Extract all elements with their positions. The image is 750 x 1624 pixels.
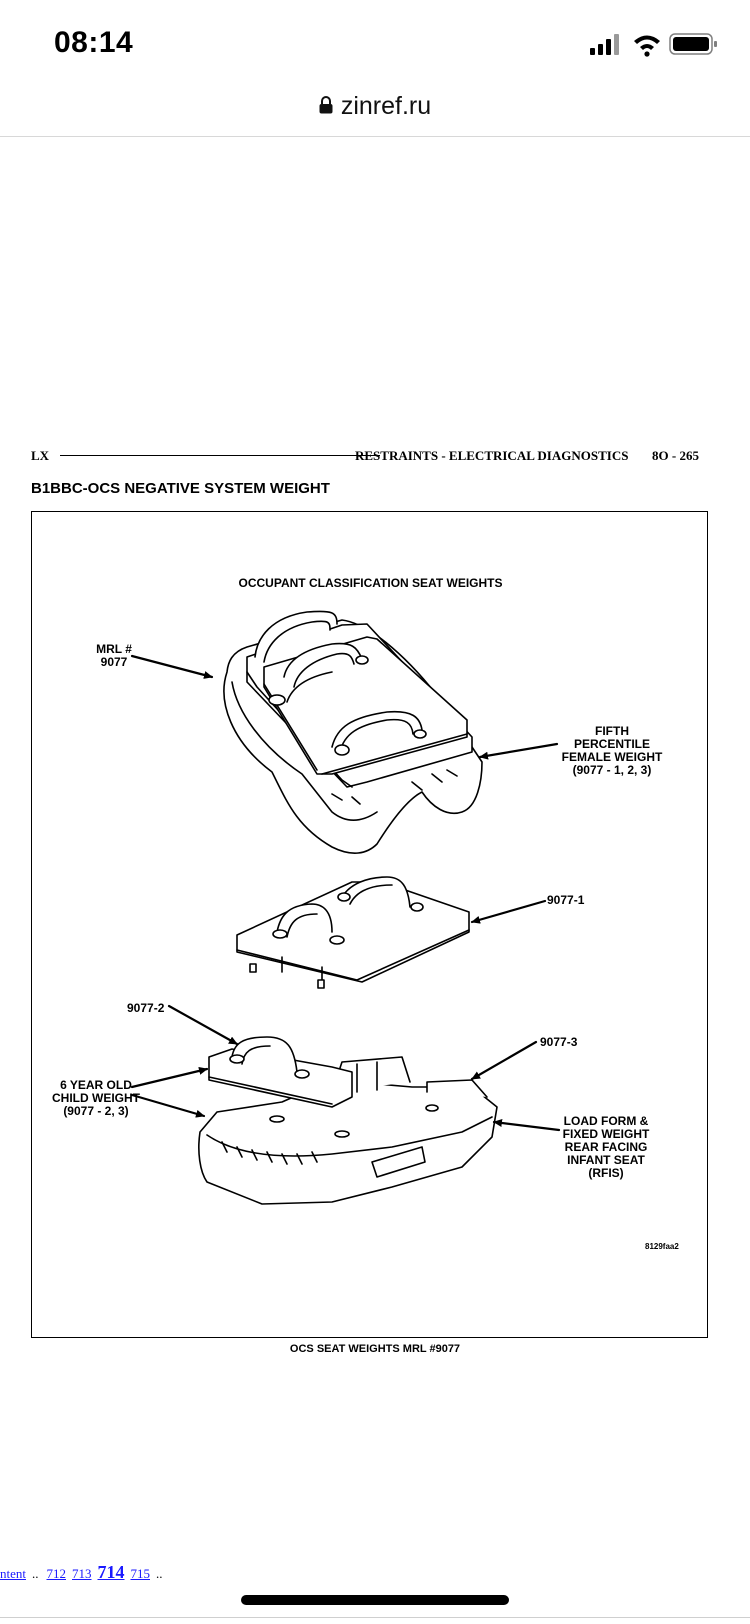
label-child-weight: 6 YEAR OLD CHILD WEIGHT (9077 - 2, 3): [52, 1078, 140, 1118]
status-bar: 08:14: [0, 0, 750, 90]
figure-frame: OCCUPANT CLASSIFICATION SEAT WEIGHTS: [31, 511, 708, 1338]
url-display[interactable]: zinref.ru: [0, 92, 750, 121]
header-page-number: 8O - 265: [652, 448, 699, 463]
document-page-header: LX RESTRAINTS - ELECTRICAL DIAGNOSTICS 8…: [31, 448, 701, 466]
label-9077-1: 9077-1: [547, 893, 585, 907]
wifi-icon: [634, 35, 660, 57]
page-link-714-current[interactable]: 714: [97, 1562, 125, 1582]
pager-ellipsis-right: ..: [156, 1566, 163, 1581]
status-icons: [590, 33, 717, 57]
bottom-divider: [0, 1617, 750, 1618]
label-fifth-percentile: FIFTH PERCENTILE FEMALE WEIGHT (9077 - 1…: [561, 724, 663, 777]
label-mrl: MRL # 9077: [96, 642, 132, 669]
seat-weights-illustration: [130, 610, 561, 1205]
cellular-signal-icon: [590, 34, 619, 55]
figure-title: OCCUPANT CLASSIFICATION SEAT WEIGHTS: [238, 576, 503, 590]
label-9077-3: 9077-3: [540, 1035, 578, 1049]
lock-icon: [319, 96, 333, 114]
page-link-715[interactable]: 715: [130, 1566, 151, 1581]
leader-arrows: [130, 654, 561, 1132]
browser-address-bar[interactable]: zinref.ru: [0, 88, 750, 137]
pager-ellipsis-left: ..: [32, 1566, 39, 1581]
label-load-form: LOAD FORM & FIXED WEIGHT REAR FACING INF…: [562, 1114, 650, 1180]
rfis-load-form: [198, 1056, 498, 1205]
weight-9077-1: [236, 876, 470, 989]
pagination: ntent.. 712 713 714 715..: [0, 1562, 171, 1583]
header-rule: [60, 455, 380, 456]
page-link-713[interactable]: 713: [72, 1566, 92, 1581]
section-title: B1BBC-OCS NEGATIVE SYSTEM WEIGHT: [31, 480, 330, 497]
status-time: 08:14: [54, 26, 134, 59]
header-model: LX: [31, 448, 50, 463]
contents-link[interactable]: ntent: [0, 1566, 26, 1581]
url-text: zinref.ru: [340, 92, 432, 120]
page-link-712[interactable]: 712: [46, 1566, 67, 1581]
label-9077-2: 9077-2: [127, 1001, 165, 1015]
weight-9077-2: [208, 1036, 353, 1108]
battery-icon: [669, 33, 717, 55]
figure-code: 8129faa2: [645, 1242, 679, 1251]
mrl-weight-stack: [223, 610, 483, 854]
header-section: RESTRAINTS - ELECTRICAL DIAGNOSTICS: [355, 448, 629, 463]
home-indicator[interactable]: [241, 1595, 509, 1605]
figure-caption: OCS SEAT WEIGHTS MRL #9077: [289, 1343, 461, 1355]
